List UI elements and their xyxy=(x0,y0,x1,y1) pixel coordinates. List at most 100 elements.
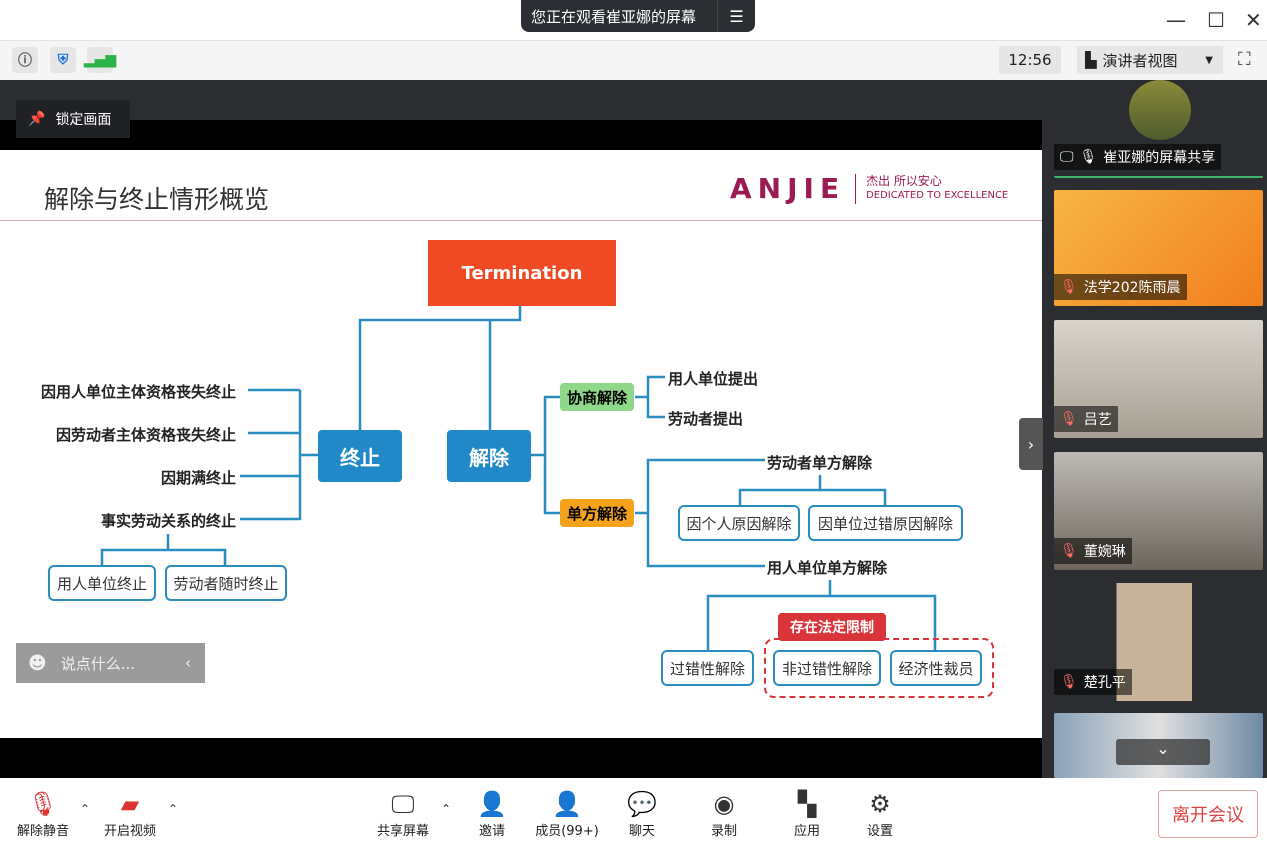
layout-icon: ▙ xyxy=(1085,51,1097,69)
scroll-down-icon[interactable]: ⌄ xyxy=(1116,739,1210,765)
maximize-button[interactable]: ☐ xyxy=(1207,8,1225,32)
chevron-right-icon: › xyxy=(1027,434,1035,454)
unmute-button[interactable]: 🎙 解除静音 xyxy=(14,790,72,839)
chevron-left-icon[interactable]: ‹ xyxy=(185,654,191,672)
invite-label: 邀请 xyxy=(478,824,505,839)
mic-muted-icon: 🎙 xyxy=(1060,411,1078,427)
terminate-sub: 用人单位终止 xyxy=(48,565,156,601)
participant-name: 楚孔平 xyxy=(1083,675,1126,691)
employer-unilateral: 用人单位单方解除 xyxy=(767,559,888,577)
fullscreen-icon[interactable]: ⛶ xyxy=(1238,49,1251,70)
employee-item: 因单位过错原因解除 xyxy=(808,505,963,541)
bottom-bar: 🎙 解除静音 ⌃ ▰开启视频 ⌃ 🖵共享屏幕 ⌃ 👤邀请 👤 成员(99+) 💬 聊天… xyxy=(0,778,1267,847)
members-label: 成员(99+) xyxy=(535,824,599,839)
chat-label: 聊天 xyxy=(628,824,655,839)
logo-slogan-en: DEDICATED TO EXCELLENCE xyxy=(866,190,1009,201)
meeting-toolbar: ⓘ ⛨ ▂▄▆ 12:56 ▙演讲者视图▼ ⛶ xyxy=(0,40,1267,80)
collapse-panel-button[interactable]: › xyxy=(1019,418,1043,470)
mindmap-connectors xyxy=(100,305,937,650)
negotiated-node: 协商解除 xyxy=(560,383,634,411)
apps-button[interactable]: ▚ 应用 xyxy=(787,790,827,839)
apps-label: 应用 xyxy=(793,824,820,839)
chat-button[interactable]: 💬 聊天 xyxy=(622,790,662,839)
view-mode-dropdown[interactable]: ▙演讲者视图▼ xyxy=(1077,46,1223,74)
mic-muted-icon: 🎙 xyxy=(27,790,59,818)
letterbox xyxy=(0,120,1042,150)
chevron-up-icon[interactable]: ⌃ xyxy=(168,802,179,816)
dissolve-node: 解除 xyxy=(447,430,531,482)
participant-tile[interactable]: 🎙 吕艺 xyxy=(1054,320,1263,438)
participant-tile[interactable]: 🖵 🎙 崔亚娜的屏幕共享 xyxy=(1054,80,1263,178)
info-icon[interactable]: ⓘ xyxy=(12,47,38,73)
unmute-label: 解除静音 xyxy=(16,824,69,839)
leave-meeting-button[interactable]: 离开会议 xyxy=(1158,790,1258,838)
logo-slogan-cn: 杰出 所以安心 xyxy=(866,174,942,188)
chevron-up-icon[interactable]: ⌃ xyxy=(80,802,91,816)
participant-name: 崔亚娜的屏幕共享 xyxy=(1103,150,1216,166)
start-video-label: 开启视频 xyxy=(103,824,156,839)
terminate-sub: 劳动者随时终止 xyxy=(165,565,287,601)
apps-icon: ▚ xyxy=(797,790,817,818)
mic-icon: 🎙 xyxy=(1079,149,1098,165)
chat-icon: 💬 xyxy=(627,790,657,818)
participant-name-tag: 🎙董婉琳 xyxy=(1054,538,1132,564)
employer-item: 经济性裁员 xyxy=(890,650,982,686)
invite-button[interactable]: 👤邀请 xyxy=(472,790,512,839)
participant-panel: 🖵🎙崔亚娜的屏幕共享 🎙法学202陈雨晨 🎙吕艺 🎙董婉琳 🎙楚孔平 ⌄ xyxy=(1042,80,1267,778)
share-screen-button[interactable]: 🖵共享屏幕 xyxy=(373,790,433,839)
negotiated-item: 劳动者提出 xyxy=(668,410,744,428)
record-button[interactable]: ◉ 录制 xyxy=(704,790,744,839)
menu-icon[interactable]: ☰ xyxy=(717,0,755,32)
terminate-item: 因劳动者主体资格丧失终止 xyxy=(55,426,236,444)
employee-unilateral: 劳动者单方解除 xyxy=(767,454,873,472)
participant-name-tag: 🎙楚孔平 xyxy=(1054,669,1132,695)
mic-muted-icon: 🎙 xyxy=(1060,279,1078,295)
terminate-node: 终止 xyxy=(318,430,402,482)
chat-placeholder: 说点什么... xyxy=(60,654,136,673)
root-node: Termination xyxy=(428,240,616,306)
participant-tile[interactable]: 🎙楚孔平 xyxy=(1054,583,1263,701)
letterbox xyxy=(0,738,1042,778)
share-notice-text: 您正在观看崔亚娜的屏幕 xyxy=(531,7,697,26)
signal-icon[interactable]: ▂▄▆ xyxy=(84,47,116,73)
share-screen-icon: 🖵 xyxy=(391,790,415,818)
record-icon: ◉ xyxy=(713,790,735,818)
lock-screen-button[interactable]: 📌 锁定画面 xyxy=(16,100,130,138)
anjie-logo: ANJIE 杰出 所以安心 DEDICATED TO EXCELLENCE xyxy=(730,172,1008,205)
participant-tile[interactable]: 🎙董婉琳 xyxy=(1054,452,1263,570)
participant-tile[interactable]: ⌄ xyxy=(1054,713,1263,778)
employer-item: 非过错性解除 xyxy=(773,650,881,686)
employee-item: 因个人原因解除 xyxy=(678,505,800,541)
view-mode-label: 演讲者视图 xyxy=(1102,51,1178,70)
settings-button[interactable]: ⚙设置 xyxy=(860,790,900,839)
minimize-button[interactable]: — xyxy=(1166,8,1186,32)
meeting-timer: 12:56 xyxy=(999,46,1061,74)
restriction-label: 存在法定限制 xyxy=(778,613,886,641)
participant-tile[interactable]: 🎙法学202陈雨晨 xyxy=(1054,190,1263,306)
shield-icon[interactable]: ⛨ xyxy=(50,47,76,73)
record-label: 录制 xyxy=(710,824,737,839)
screen-share-icon: 🖵 xyxy=(1060,149,1074,165)
unilateral-node: 单方解除 xyxy=(560,499,634,527)
participant-name-tag: 🎙法学202陈雨晨 xyxy=(1054,274,1187,300)
user-icon: 👤 xyxy=(552,790,582,818)
participant-name: 吕艺 xyxy=(1083,412,1112,428)
participant-name-tag: 🖵 🎙 崔亚娜的屏幕共享 xyxy=(1054,144,1222,170)
negotiated-item: 用人单位提出 xyxy=(668,370,759,388)
pin-icon: 📌 xyxy=(28,111,46,127)
logo-brand: ANJIE xyxy=(730,172,846,205)
start-video-button[interactable]: ▰开启视频 xyxy=(100,790,160,839)
chevron-up-icon[interactable]: ⌃ xyxy=(441,802,452,816)
emoji-icon[interactable]: ☻ xyxy=(28,652,47,674)
close-button[interactable]: ✕ xyxy=(1245,8,1262,32)
mic-muted-icon: 🎙 xyxy=(1060,543,1078,559)
lock-screen-label: 锁定画面 xyxy=(55,112,112,128)
share-notice: 您正在观看崔亚娜的屏幕 ☰ xyxy=(521,0,755,32)
members-button[interactable]: 👤 成员(99+) xyxy=(532,790,602,839)
chat-input[interactable]: ☻ 说点什么... ‹ xyxy=(16,643,205,683)
terminate-item: 因期满终止 xyxy=(160,469,236,487)
participant-name-tag: 🎙 吕艺 xyxy=(1054,406,1118,432)
employer-item: 过错性解除 xyxy=(661,650,754,686)
avatar xyxy=(1129,80,1191,140)
